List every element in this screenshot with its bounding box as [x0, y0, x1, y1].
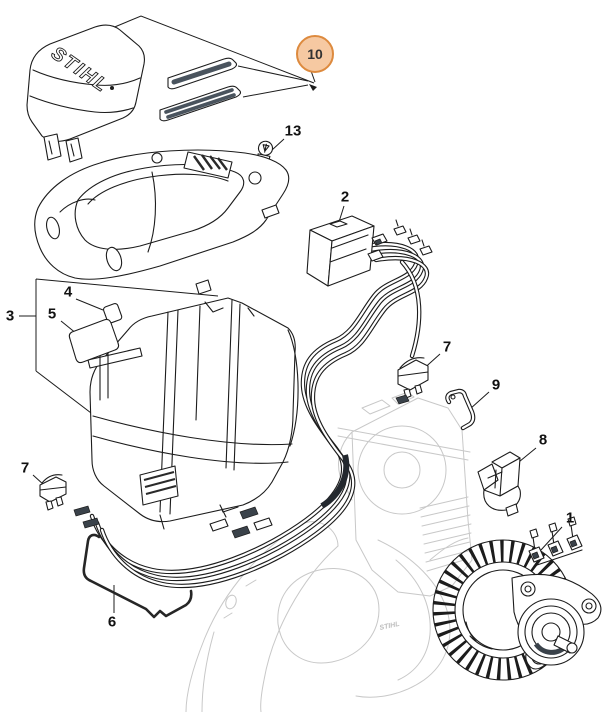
part-large-pad[interactable] — [68, 318, 120, 364]
part-information-labels[interactable] — [159, 57, 242, 122]
callout-3[interactable]: 3 — [5, 307, 15, 325]
part-clip-holder[interactable] — [477, 451, 521, 517]
part-handle-housing[interactable] — [34, 149, 290, 295]
part-bracket[interactable] — [445, 388, 476, 431]
housing-logo-text: STIHL — [379, 621, 400, 632]
part-wire-rod[interactable] — [82, 533, 193, 619]
part-ignition-module[interactable] — [306, 215, 388, 287]
registered-mark-dot — [110, 86, 114, 90]
part-switch-left[interactable] — [39, 474, 67, 511]
callout-5[interactable]: 5 — [47, 305, 57, 323]
callout-7-right[interactable]: 7 — [442, 338, 452, 356]
part-switch-right[interactable] — [395, 357, 429, 405]
callout-9[interactable]: 9 — [491, 376, 501, 394]
callout-8[interactable]: 8 — [538, 431, 548, 449]
callout-2[interactable]: 2 — [340, 188, 350, 206]
flywheel-terminals — [528, 516, 583, 567]
part-chassis-frame[interactable] — [68, 297, 299, 530]
callout-4[interactable]: 4 — [63, 283, 73, 301]
callout-1[interactable]: 1 — [565, 509, 575, 527]
part-flywheel[interactable] — [432, 516, 602, 681]
callout-13[interactable]: 13 — [284, 122, 302, 140]
callout-7-left[interactable]: 7 — [20, 459, 30, 477]
callout-10-highlighted-badge[interactable]: 10 — [296, 35, 334, 73]
part-small-pad[interactable] — [102, 303, 123, 324]
part-top-cover[interactable]: STIHL — [26, 24, 145, 163]
callout-6[interactable]: 6 — [107, 613, 117, 631]
